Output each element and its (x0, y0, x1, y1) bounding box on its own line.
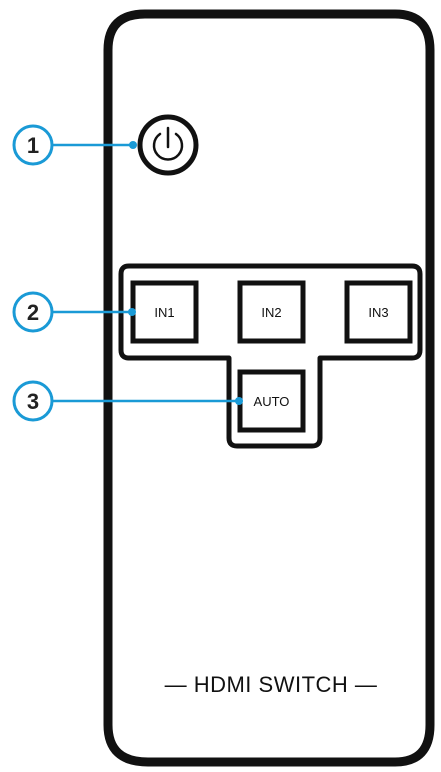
callout-1-badge (12, 124, 54, 166)
in2-button-frame (237, 280, 306, 344)
in3-button-frame (344, 280, 413, 344)
in2-label: IN2 (261, 305, 281, 320)
in3-button[interactable]: IN3 (344, 280, 413, 344)
in1-button-frame (130, 280, 199, 344)
callout-3-dot (235, 397, 243, 405)
callout-2-number: 2 (27, 300, 39, 325)
callout-1: 1 (12, 124, 137, 166)
power-icon (152, 126, 184, 161)
in2-button[interactable]: IN2 (237, 280, 306, 344)
in1-button[interactable]: IN1 (130, 280, 199, 344)
callout-1-number: 1 (27, 133, 39, 158)
brand-label: — HDMI SWITCH — (165, 672, 378, 697)
callout-3: 3 (12, 380, 243, 422)
callout-2: 2 (12, 291, 136, 333)
auto-button[interactable]: AUTO (237, 369, 306, 433)
button-cluster-frame (118, 263, 423, 449)
in1-label: IN1 (154, 305, 174, 320)
power-button[interactable] (137, 114, 199, 176)
callout-2-badge (12, 291, 54, 333)
auto-label: AUTO (254, 394, 290, 409)
callout-1-dot (129, 141, 137, 149)
callout-3-number: 3 (27, 389, 39, 414)
in3-label: IN3 (368, 305, 388, 320)
callout-3-badge (12, 380, 54, 422)
callout-2-dot (128, 308, 136, 316)
